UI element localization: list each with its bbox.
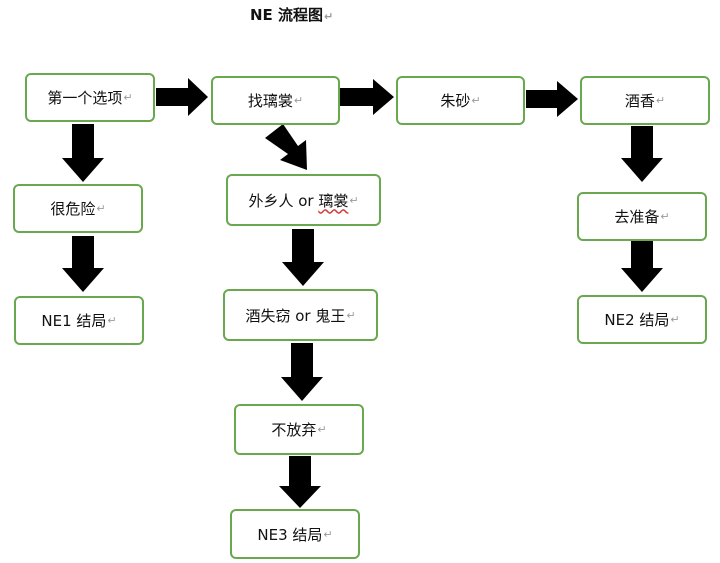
paragraph-mark: ↵ <box>655 94 666 107</box>
node-outsider: 外乡人 or 璃裳↵ <box>226 174 381 226</box>
node-jiu-or-ghost-label: 酒失窃 or 鬼王 <box>245 306 346 325</box>
paragraph-mark: ↵ <box>293 94 304 107</box>
arrow-find-to-outsider <box>265 124 307 170</box>
paragraph-mark: ↵ <box>660 210 670 223</box>
paragraph-mark: ↵ <box>96 202 106 215</box>
node-ne3-label: NE3 结局 <box>257 525 323 544</box>
node-find-liquan: 找璃裳↵ <box>211 76 340 125</box>
paragraph-mark: ↵ <box>107 314 117 327</box>
paragraph-mark: ↵ <box>317 423 327 436</box>
paragraph-mark: ↵ <box>670 313 680 326</box>
arrow-zhusha-to-jiuxiang <box>526 81 578 117</box>
node-prepare-label: 去准备 <box>614 208 660 226</box>
arrow-jiuxiang-to-prepare <box>621 126 663 182</box>
paragraph-mark: ↵ <box>349 193 359 207</box>
node-dangerous-label: 很危险 <box>50 200 96 218</box>
arrow-choice1-to-find <box>156 78 208 116</box>
node-ne2-label: NE2 结局 <box>604 311 670 329</box>
arrow-choice1-to-dangerous <box>62 124 104 182</box>
node-dangerous: 很危险↵ <box>13 184 143 233</box>
node-ne1-label: NE1 结局 <box>41 312 107 330</box>
arrow-jiu-to-notgiveup <box>281 343 323 401</box>
node-zhusha-label: 朱砂 <box>440 92 471 110</box>
node-jiuxiang-label: 酒香 <box>624 92 655 110</box>
diagram-title: NE 流程图↵ <box>250 4 370 25</box>
node-not-giveup-label: 不放弃 <box>271 421 317 439</box>
node-outsider-prefix: 外乡人 or <box>248 191 319 210</box>
arrow-notgiveup-to-ne3 <box>279 456 321 508</box>
diagram-title-text: NE 流程图 <box>250 6 324 24</box>
node-find-liquan-label: 找璃裳 <box>247 92 293 110</box>
arrow-prepare-to-ne2 <box>621 241 663 292</box>
node-prepare: 去准备↵ <box>577 192 707 241</box>
paragraph-mark: ↵ <box>471 94 481 107</box>
arrow-dangerous-to-ne1 <box>62 236 104 292</box>
paragraph-mark: ↵ <box>123 91 133 104</box>
arrow-outsider-to-jiu <box>282 229 324 286</box>
node-not-giveup: 不放弃↵ <box>234 404 364 455</box>
node-zhusha: 朱砂↵ <box>396 76 525 125</box>
paragraph-mark: ↵ <box>323 527 333 541</box>
node-ne1: NE1 结局↵ <box>14 296 144 345</box>
node-ne2: NE2 结局↵ <box>577 295 707 344</box>
node-jiuxiang: 酒香↵ <box>580 76 710 125</box>
node-choice1: 第一个选项↵ <box>25 73 155 122</box>
node-choice1-label: 第一个选项 <box>47 89 123 107</box>
node-ne3: NE3 结局↵ <box>230 509 360 559</box>
node-outsider-name: 璃裳 <box>318 191 349 210</box>
arrow-find-to-zhusha <box>340 79 394 115</box>
paragraph-mark: ↵ <box>324 10 334 23</box>
node-jiu-or-ghost: 酒失窃 or 鬼王↵ <box>223 289 378 341</box>
paragraph-mark: ↵ <box>346 308 356 322</box>
